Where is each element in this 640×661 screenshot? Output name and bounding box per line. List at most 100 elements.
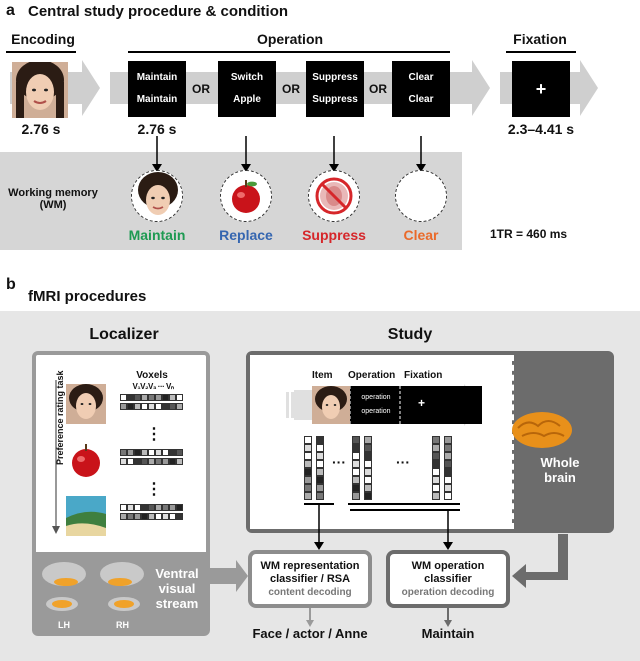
whole-brain-icon (512, 412, 572, 448)
wm-clear-circle (395, 170, 447, 222)
box1-line1: WM representation (260, 560, 360, 572)
fixation-cross: + (535, 79, 547, 99)
condition-replace: Replace (219, 227, 273, 243)
panel-b-title: fMRI procedures (28, 288, 147, 305)
apple-icon (232, 180, 260, 213)
op-box-line2: Clear (408, 94, 434, 105)
wm-suppress-circle (308, 170, 360, 222)
operation-time: 2.76 s (137, 121, 177, 137)
condition-maintain: Maintain (128, 227, 186, 243)
fixation-header: Fixation (513, 31, 567, 47)
wm-label-line1: Working memory (8, 187, 98, 199)
tr-note: 1TR = 460 ms (490, 227, 568, 241)
ventral-line3: stream (155, 596, 199, 611)
operation-header: Operation (256, 31, 324, 47)
box1-line2: classifier / RSA (269, 573, 351, 585)
box2-sub: operation decoding (401, 587, 495, 598)
apple-icon (66, 440, 106, 480)
fixation-box: + (512, 61, 570, 117)
seq-operation-label: Operation (348, 370, 396, 381)
condition-clear: Clear (403, 227, 439, 243)
voxel-pattern-face (120, 394, 183, 410)
encoding-bar (6, 51, 76, 53)
wm-apple-circle (220, 170, 272, 222)
vertical-dots: ⋮ (146, 481, 162, 498)
study-title: Study (387, 326, 433, 343)
study-divider (512, 355, 514, 529)
voxels-label: Voxels (136, 370, 168, 381)
output-representation: Face / actor / Anne (252, 626, 368, 641)
wm-representation-classifier: WM representation classifier / RSA conte… (248, 550, 372, 608)
or-label: OR (282, 82, 300, 96)
lh-label: LH (58, 620, 70, 630)
op-box-line1: Suppress (312, 72, 358, 83)
whole-brain-line2: brain (544, 470, 576, 485)
voxel-pattern-scene (120, 504, 183, 520)
op-box-line1: Maintain (136, 72, 178, 83)
ventral-line1: Ventral (155, 566, 199, 581)
wm-label: Working memory (WM) (6, 187, 100, 211)
horizontal-dots: ··· (396, 454, 410, 470)
voxel-pattern-apple (120, 449, 183, 465)
study-op-text: operation operation (352, 391, 400, 419)
box2-line1: WM operation (411, 560, 485, 572)
face-icon (66, 384, 106, 424)
whole-brain-label: Whole brain (528, 455, 592, 485)
condition-suppress: Suppress (302, 227, 366, 243)
prohibited-face-icon (315, 177, 353, 215)
op-text-2: operation (361, 408, 391, 415)
face-icon (312, 386, 350, 424)
op-box-line2: Maintain (136, 94, 178, 105)
or-label: OR (369, 82, 387, 96)
panel-a-letter: a (6, 2, 15, 19)
output-operation: Maintain (421, 626, 475, 641)
localizer-scene-image (66, 496, 106, 536)
fixation-time: 2.3–4.41 s (507, 121, 575, 137)
box2-line2: classifier (424, 573, 472, 585)
study-fixation-cross: + (418, 396, 426, 410)
localizer-title: Localizer (89, 326, 159, 343)
op-box-line1: Switch (230, 72, 264, 83)
whole-brain-line1: Whole (540, 455, 580, 470)
localizer-divider (36, 550, 206, 552)
wm-operation-classifier: WM operation classifier operation decodi… (386, 550, 510, 608)
rh-label: RH (116, 620, 129, 630)
study-brackets (304, 503, 460, 550)
vertical-dots: ⋮ (146, 426, 162, 443)
encoding-header: Encoding (11, 31, 75, 47)
horizontal-dots: ··· (332, 454, 346, 470)
ventral-line2: visual (158, 581, 196, 596)
operation-bar (128, 51, 450, 53)
seq-item-label: Item (312, 370, 333, 381)
study-inner (250, 355, 512, 529)
study-face-image (312, 386, 350, 424)
op-box-line2: Apple (233, 94, 261, 105)
seq-fixation-label: Fixation (404, 370, 443, 381)
ventral-brain-images (42, 562, 144, 611)
face-icon (12, 62, 68, 118)
op-box-line1: Clear (408, 72, 434, 83)
beach-scene-icon (66, 496, 106, 536)
op-text-1: operation (361, 394, 391, 401)
encoding-time: 2.76 s (21, 121, 61, 137)
wm-label-line2: (WM) (39, 199, 67, 211)
panel-b-letter: b (6, 276, 16, 293)
ventral-stream-label: Ventral visual stream (146, 566, 208, 611)
box1-sub: content decoding (268, 587, 352, 598)
rating-task-arrow (52, 380, 60, 534)
flow-arrows (210, 534, 568, 627)
voxel-indices: V₁V₂V₃ ··· Vₙ (132, 382, 174, 391)
fixation-bar (506, 51, 576, 53)
or-label: OR (192, 82, 210, 96)
encoding-face-image (12, 62, 68, 118)
down-arrows (152, 136, 426, 172)
panel-a-title: Central study procedure & condition (28, 3, 289, 20)
op-box-line2: Suppress (312, 94, 358, 105)
wm-face-circle (131, 170, 183, 222)
localizer-apple-image (66, 440, 106, 480)
localizer-face-image (66, 384, 106, 424)
